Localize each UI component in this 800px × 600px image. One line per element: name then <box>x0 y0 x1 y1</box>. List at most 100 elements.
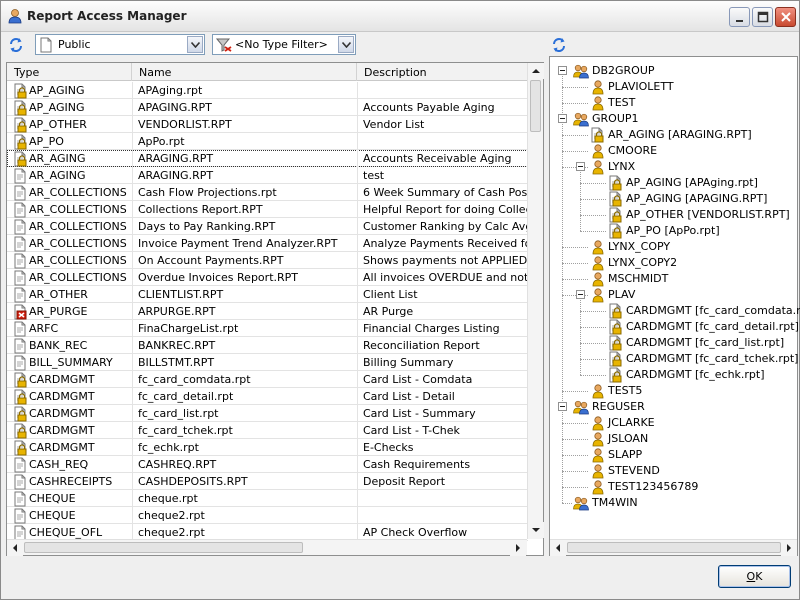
table-row[interactable]: CASH_REQCASHREQ.RPTCash Requirements <box>7 456 528 473</box>
vertical-scroll-thumb[interactable] <box>530 80 541 132</box>
scroll-down-button[interactable] <box>528 522 544 538</box>
cell-type: ARFC <box>29 322 129 335</box>
tree-node-label: SLAPP <box>608 448 642 461</box>
collapse-toggle[interactable] <box>576 290 585 299</box>
report-icon <box>13 168 27 182</box>
table-row[interactable]: AR_COLLECTIONSDays to Pay Ranking.RPTCus… <box>7 218 528 235</box>
table-row[interactable]: AR_COLLECTIONSOverdue Invoices Report.RP… <box>7 269 528 286</box>
table-row[interactable]: AP_AGINGAPAging.rpt <box>7 82 528 99</box>
maximize-button[interactable] <box>752 7 773 27</box>
cell-name: CASHDEPOSITS.RPT <box>138 475 356 488</box>
user-select[interactable]: Public <box>35 34 205 55</box>
locked-report-icon <box>13 423 27 437</box>
table-row[interactable]: CARDMGMTfc_echk.rptE-Checks <box>7 439 528 456</box>
table-row[interactable]: CHEQUEcheque2.rpt <box>7 507 528 524</box>
table-row[interactable]: CARDMGMTfc_card_comdata.rptCard List - C… <box>7 371 528 388</box>
table-row[interactable]: AR_AGINGARAGING.RPTAccounts Receivable A… <box>7 150 528 167</box>
table-row[interactable]: AP_OTHERVENDORLIST.RPTVendor List <box>7 116 528 133</box>
tree-node-label: PLAV <box>608 288 635 301</box>
chevron-down-icon <box>342 42 351 48</box>
grid-horizontal-scrollbar[interactable] <box>7 539 527 555</box>
tree-horizontal-scroll-thumb[interactable] <box>567 542 781 553</box>
column-header-description[interactable]: Description <box>357 63 527 81</box>
collapse-toggle[interactable] <box>558 402 567 411</box>
cell-type: AP_AGING <box>29 101 129 114</box>
scroll-up-button[interactable] <box>528 63 544 79</box>
scroll-right-button[interactable] <box>510 540 526 556</box>
scroll-left-button[interactable] <box>7 540 23 556</box>
cell-type: AR_COLLECTIONS <box>29 186 129 199</box>
table-row[interactable]: AR_AGINGARAGING.RPTtest <box>7 167 528 184</box>
ok-button[interactable]: OK <box>718 565 791 588</box>
tree-connector <box>562 439 588 440</box>
table-row[interactable]: AR_PURGEARPURGE.RPTAR Purge <box>7 303 528 320</box>
cell-name: cheque.rpt <box>138 492 356 505</box>
tree-node-label: JSLOAN <box>608 432 648 445</box>
cell-description: AP Check Overflow <box>363 526 527 539</box>
table-row[interactable]: AP_AGINGAPAGING.RPTAccounts Payable Agin… <box>7 99 528 116</box>
table-row[interactable]: AR_OTHERCLIENTLIST.RPTClient List <box>7 286 528 303</box>
tree-node-label: AP_PO [ApPo.rpt] <box>626 224 720 237</box>
tree-node-label: CARDMGMT [fc_card_detail.rpt] <box>626 320 799 333</box>
tree-node-label: LYNX <box>608 160 635 173</box>
cell-name: On Account Payments.RPT <box>138 254 356 267</box>
cell-name: BILLSTMT.RPT <box>138 356 356 369</box>
table-row[interactable]: AR_COLLECTIONSInvoice Payment Trend Anal… <box>7 235 528 252</box>
user-select-dropdown[interactable] <box>187 36 203 53</box>
cell-description: All invoices OVERDUE and not paid <box>363 271 527 284</box>
cell-name: ARAGING.RPT <box>138 152 356 165</box>
column-header-type[interactable]: Type <box>7 63 132 81</box>
tree-connector <box>580 231 606 232</box>
table-row[interactable]: CARDMGMTfc_card_list.rptCard List - Summ… <box>7 405 528 422</box>
cell-type: CARDMGMT <box>29 373 129 386</box>
refresh-reports-icon[interactable] <box>8 37 24 53</box>
tree-scroll-right-button[interactable] <box>781 540 797 556</box>
tree-connector <box>562 135 588 136</box>
cell-name: CLIENTLIST.RPT <box>138 288 356 301</box>
minimize-button[interactable] <box>729 7 750 27</box>
cell-description: Client List <box>363 288 527 301</box>
table-row[interactable]: CARDMGMTfc_card_tchek.rptCard List - T-C… <box>7 422 528 439</box>
group-icon <box>572 399 590 418</box>
type-filter-dropdown[interactable] <box>338 36 354 53</box>
table-row[interactable]: AR_COLLECTIONSCash Flow Projections.rpt6… <box>7 184 528 201</box>
table-row[interactable]: ARFCFinaChargeList.rptFinancial Charges … <box>7 320 528 337</box>
cell-type: CARDMGMT <box>29 390 129 403</box>
table-row[interactable]: AR_COLLECTIONSOn Account Payments.RPTSho… <box>7 252 528 269</box>
table-row[interactable]: CHEQUEcheque.rpt <box>7 490 528 507</box>
cell-name: Cash Flow Projections.rpt <box>138 186 356 199</box>
tree-connector <box>562 279 588 280</box>
cell-type: CASH_REQ <box>29 458 129 471</box>
cell-type: AR_PURGE <box>29 305 129 318</box>
report-icon <box>13 474 27 488</box>
horizontal-scroll-thumb[interactable] <box>24 542 303 553</box>
type-filter-select[interactable]: <No Type Filter> <box>212 34 356 55</box>
cell-description: Deposit Report <box>363 475 527 488</box>
collapse-toggle[interactable] <box>558 66 567 75</box>
tree-horizontal-scrollbar[interactable] <box>550 539 797 555</box>
arrow-left-icon <box>7 540 23 556</box>
grid-vertical-scrollbar[interactable] <box>527 63 543 539</box>
chevron-down-icon <box>191 42 200 48</box>
report-icon <box>13 355 27 369</box>
column-header-name[interactable]: Name <box>132 63 357 81</box>
locked-report-icon <box>13 440 27 454</box>
refresh-tree-icon[interactable] <box>551 37 567 53</box>
table-row[interactable]: BILL_SUMMARYBILLSTMT.RPTBilling Summary <box>7 354 528 371</box>
cell-name: APAGING.RPT <box>138 101 356 114</box>
table-row[interactable]: BANK_RECBANKREC.RPTReconciliation Report <box>7 337 528 354</box>
denied-report-icon <box>13 304 27 318</box>
close-button[interactable] <box>775 7 796 27</box>
table-row[interactable]: AR_COLLECTIONSCollections Report.RPTHelp… <box>7 201 528 218</box>
type-filter-value: <No Type Filter> <box>235 38 328 51</box>
column-divider <box>357 82 358 541</box>
collapse-toggle[interactable] <box>558 114 567 123</box>
collapse-toggle[interactable] <box>576 162 585 171</box>
table-row[interactable]: CARDMGMTfc_card_detail.rptCard List - De… <box>7 388 528 405</box>
tree-scroll-left-button[interactable] <box>550 540 566 556</box>
cell-type: AP_AGING <box>29 84 129 97</box>
table-row[interactable]: CASHRECEIPTSCASHDEPOSITS.RPTDeposit Repo… <box>7 473 528 490</box>
table-row[interactable]: AP_POApPo.rpt <box>7 133 528 150</box>
cell-type: AR_COLLECTIONS <box>29 237 129 250</box>
user-select-value: Public <box>58 38 91 51</box>
